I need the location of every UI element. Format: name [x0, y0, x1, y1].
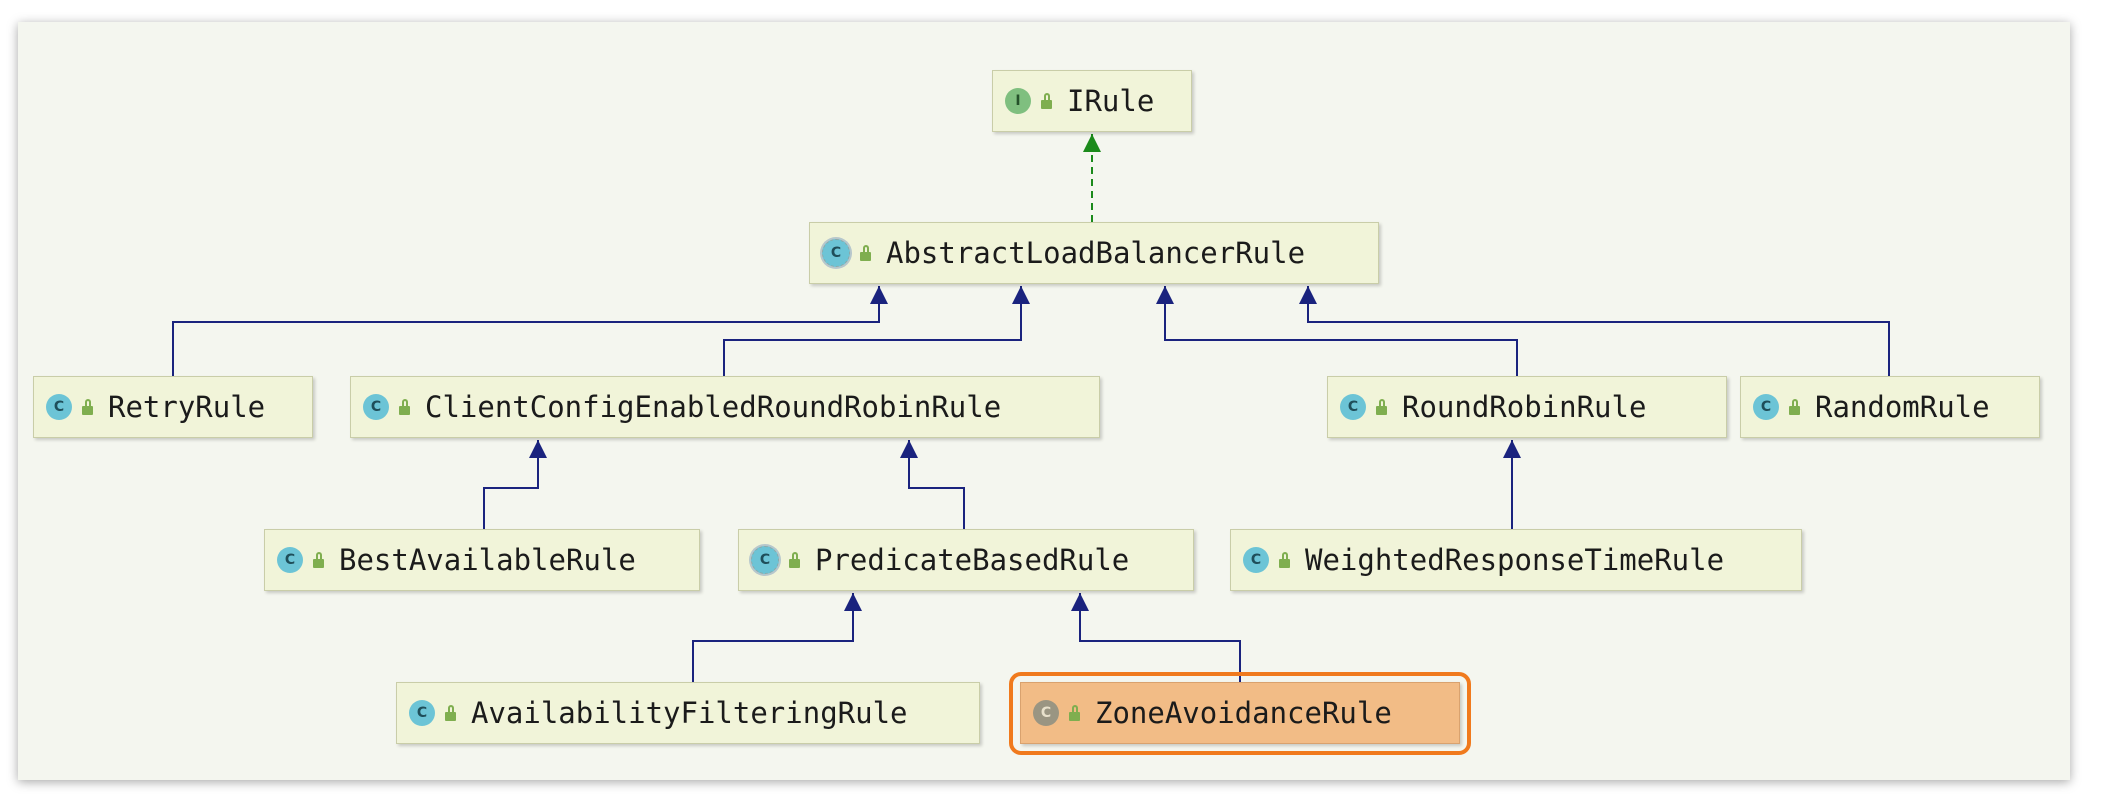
node-retry-rule[interactable]: C RetryRule — [33, 376, 313, 438]
public-lock-icon — [858, 245, 872, 261]
edge-arrowhead — [1503, 440, 1521, 458]
edge-arrowhead — [1083, 134, 1101, 152]
public-lock-icon — [1039, 93, 1053, 109]
node-client-config-enabled-round-robin-rule[interactable]: C ClientConfigEnabledRoundRobinRule — [350, 376, 1100, 438]
edge-extends — [1164, 286, 1518, 376]
edge-arrowhead — [1012, 286, 1030, 304]
edge-extends — [1079, 593, 1241, 682]
node-best-available-rule[interactable]: C BestAvailableRule — [264, 529, 700, 591]
edge-arrowhead — [900, 440, 918, 458]
edge-arrowhead — [1299, 286, 1317, 304]
edge-extends — [1307, 286, 1890, 376]
node-label: RetryRule — [108, 390, 266, 424]
public-lock-icon — [1374, 399, 1388, 415]
node-label: IRule — [1067, 84, 1155, 118]
class-icon: C — [277, 547, 303, 573]
node-zone-avoidance-rule[interactable]: C ZoneAvoidanceRule — [1020, 682, 1460, 744]
public-lock-icon — [1787, 399, 1801, 415]
node-label: BestAvailableRule — [339, 543, 636, 577]
abstract-class-icon: C — [822, 239, 850, 267]
class-icon: C — [46, 394, 72, 420]
node-weighted-response-time-rule[interactable]: C WeightedResponseTimeRule — [1230, 529, 1802, 591]
selection-highlight — [1009, 672, 1471, 755]
node-irule[interactable]: I IRule — [992, 70, 1192, 132]
public-lock-icon — [311, 552, 325, 568]
edge-arrowhead — [529, 440, 547, 458]
node-label: AvailabilityFilteringRule — [471, 696, 908, 730]
edge-extends — [723, 286, 1022, 376]
node-round-robin-rule[interactable]: C RoundRobinRule — [1327, 376, 1727, 438]
public-lock-icon — [80, 399, 94, 415]
edges-layer — [172, 134, 1890, 682]
edge-arrowhead — [1156, 286, 1174, 304]
node-label: WeightedResponseTimeRule — [1305, 543, 1725, 577]
node-label: ClientConfigEnabledRoundRobinRule — [425, 390, 1002, 424]
public-lock-icon — [397, 399, 411, 415]
class-icon: C — [1753, 394, 1779, 420]
public-lock-icon — [787, 552, 801, 568]
node-label: ZoneAvoidanceRule — [1095, 696, 1392, 730]
public-lock-icon — [1277, 552, 1291, 568]
node-predicate-based-rule[interactable]: C PredicateBasedRule — [738, 529, 1194, 591]
node-availability-filtering-rule[interactable]: C AvailabilityFilteringRule — [396, 682, 980, 744]
edge-extends — [908, 440, 965, 529]
edge-arrowhead — [1071, 593, 1089, 611]
node-abstract-load-balancer-rule[interactable]: C AbstractLoadBalancerRule — [809, 222, 1379, 284]
diagram-canvas: I IRule C AbstractLoadBalancerRule C Ret… — [18, 22, 2070, 780]
class-icon: C — [1033, 700, 1059, 726]
public-lock-icon — [443, 705, 457, 721]
class-icon: C — [363, 394, 389, 420]
public-lock-icon — [1067, 705, 1081, 721]
edge-arrowhead — [870, 286, 888, 304]
node-label: AbstractLoadBalancerRule — [886, 236, 1306, 270]
class-icon: C — [409, 700, 435, 726]
node-label: RoundRobinRule — [1402, 390, 1647, 424]
node-label: RandomRule — [1815, 390, 1990, 424]
edge-arrowhead — [844, 593, 862, 611]
node-random-rule[interactable]: C RandomRule — [1740, 376, 2040, 438]
abstract-class-icon: C — [751, 546, 779, 574]
node-label: PredicateBasedRule — [815, 543, 1130, 577]
edge-extends — [692, 593, 854, 682]
class-icon: C — [1243, 547, 1269, 573]
edge-extends — [172, 286, 880, 376]
interface-icon: I — [1005, 88, 1031, 114]
class-icon: C — [1340, 394, 1366, 420]
edge-extends — [483, 440, 539, 529]
